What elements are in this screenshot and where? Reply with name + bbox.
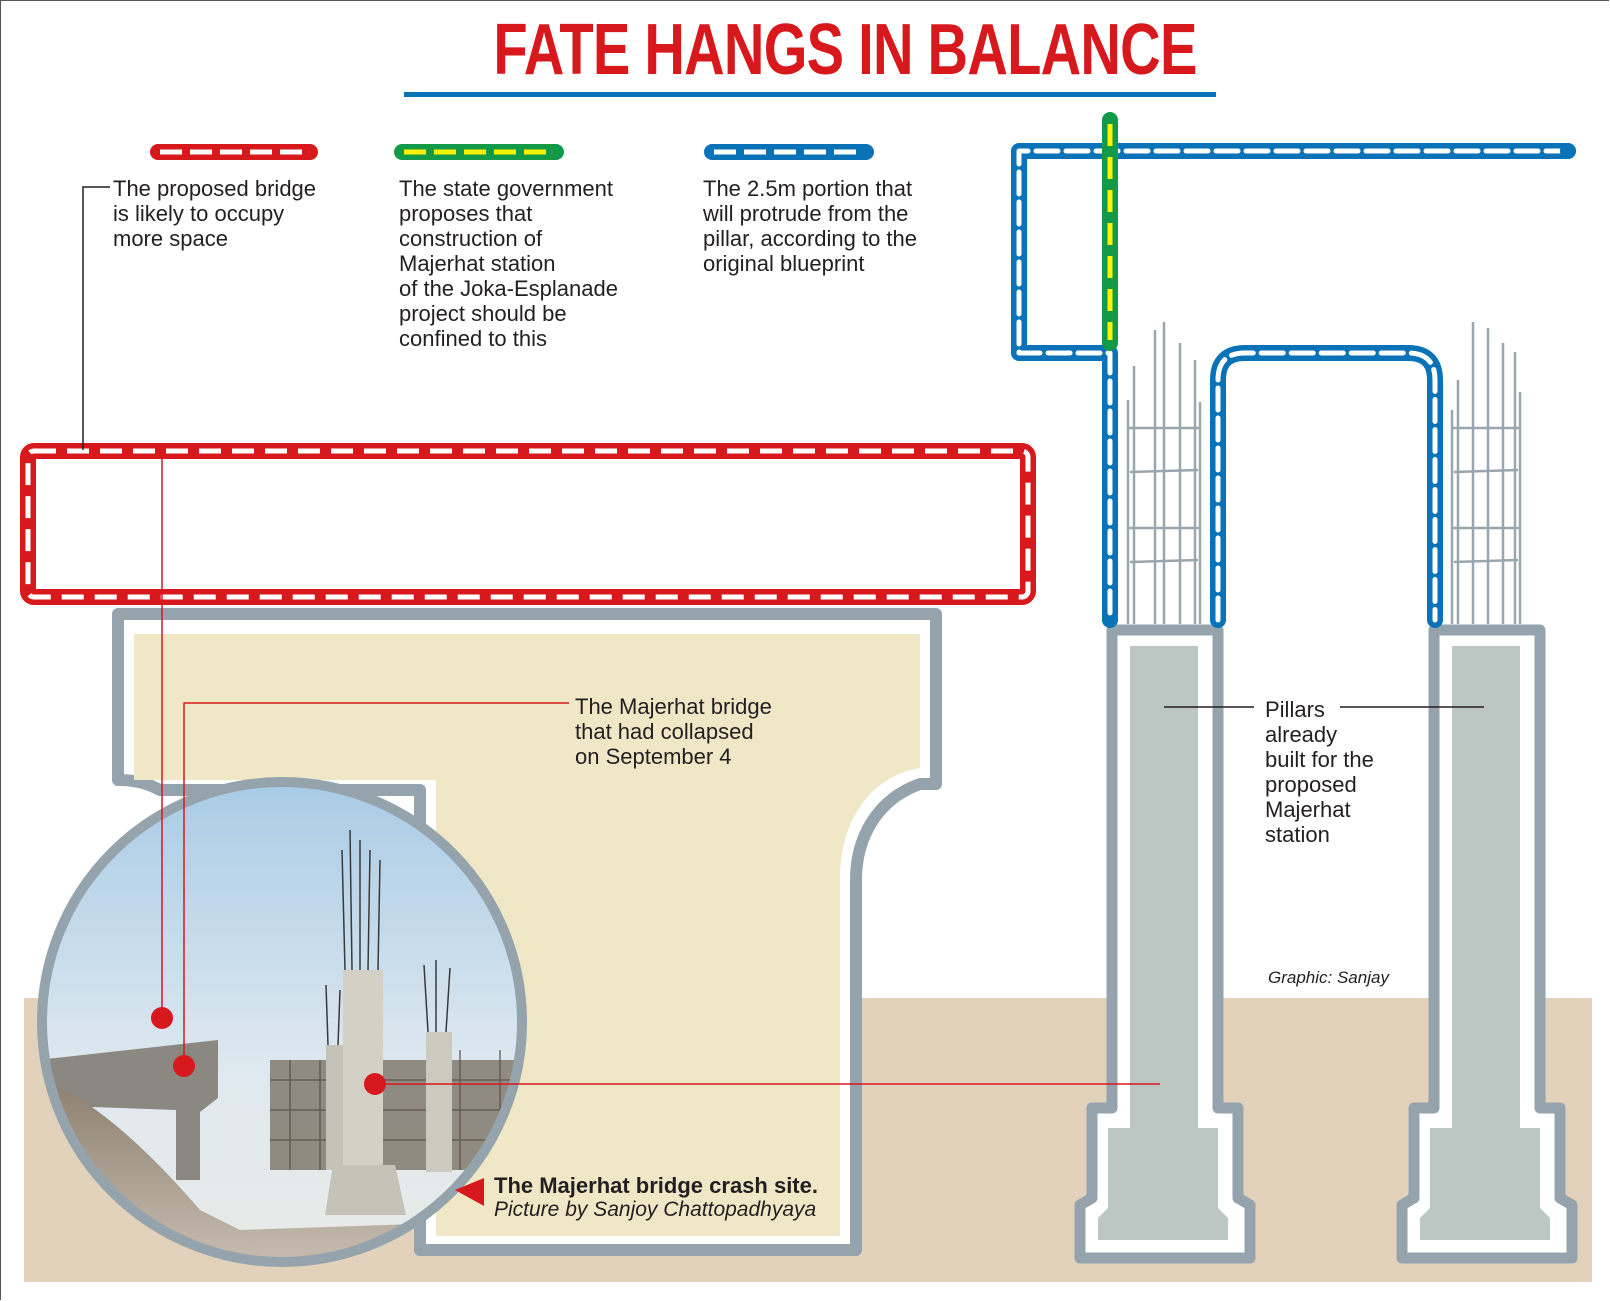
leader-lines — [82, 186, 1484, 1085]
pillar-right — [1396, 624, 1578, 1264]
original-blueprint-outline — [1011, 143, 1576, 628]
legend-text-original-blueprint: The 2.5m portion that will protrude from… — [703, 176, 918, 276]
legend-text-state-proposal: The state government proposes that const… — [399, 176, 618, 351]
page-title: FATE HANGS IN BALANCE — [493, 10, 1197, 90]
photo-caption-credit: Picture by Sanjoy Chattopadhyaya — [494, 1198, 817, 1221]
callout-collapsed-bridge: The Majerhat bridge that had collapsed o… — [575, 694, 772, 769]
graphic-credit: Graphic: Sanjay — [1268, 968, 1389, 987]
marker-dot-proposed-bridge — [151, 1007, 173, 1029]
photo-caption: The Majerhat bridge crash site. Picture … — [494, 1174, 818, 1222]
rebar-cage-left — [1126, 322, 1202, 624]
rebar-cage-right — [1450, 322, 1522, 624]
proposed-bridge-outline — [20, 443, 1036, 605]
collapsed-bridge-shape — [112, 608, 942, 1256]
crash-site-photo — [37, 777, 527, 1267]
photo-caption-headline: The Majerhat bridge crash site. — [494, 1173, 818, 1198]
caption-pointer-icon — [455, 1178, 484, 1206]
marker-dot-collapsed-bridge — [173, 1055, 195, 1077]
title-underline — [404, 92, 1216, 97]
leader-line-proposed-bridge — [82, 186, 110, 450]
legend-text-proposed-bridge: The proposed bridge is likely to occupy … — [113, 176, 317, 251]
pillar-left — [1074, 624, 1256, 1264]
leader-line-collapsed-bridge — [183, 702, 569, 1066]
marker-dot-pillars — [364, 1073, 386, 1095]
callout-pillars: Pillars already built for the proposed M… — [1265, 697, 1374, 847]
